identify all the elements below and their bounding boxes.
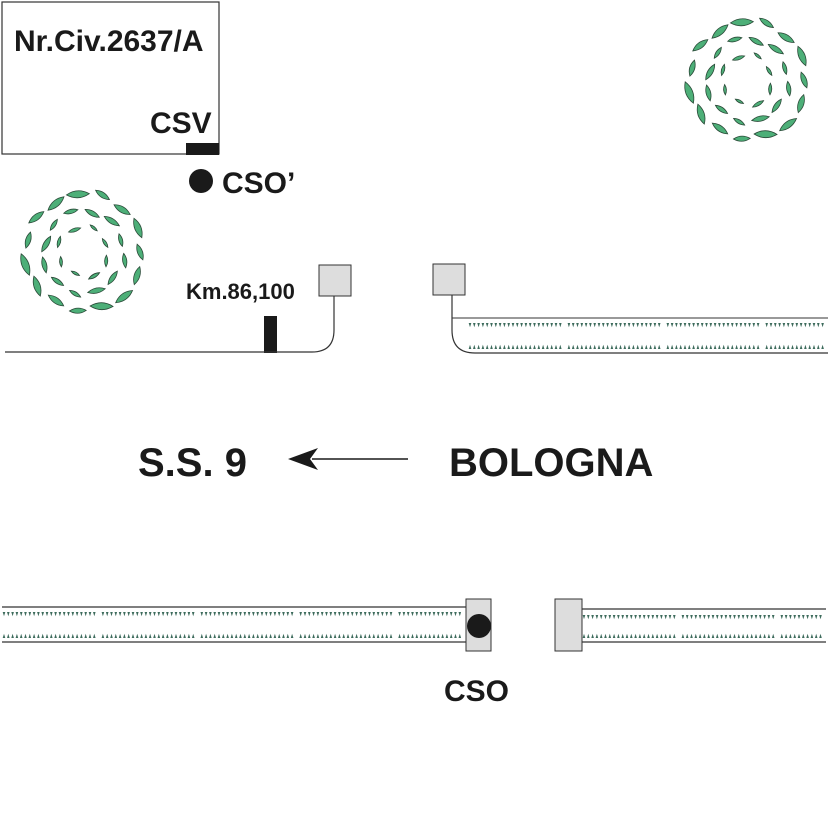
leaf-icon <box>89 302 114 311</box>
leaf-icon <box>89 224 98 232</box>
leaf-icon <box>800 71 808 89</box>
building-label: Nr.Civ.2637/A <box>14 25 204 58</box>
leaf-icon <box>758 17 775 28</box>
building-outline <box>1 1 220 155</box>
leaf-icon <box>768 82 773 96</box>
leaf-icon <box>779 118 798 132</box>
leaf-icon <box>59 255 63 268</box>
leaf-icon <box>711 24 729 39</box>
leaf-icon <box>68 289 82 298</box>
leaf-icon <box>723 83 727 96</box>
csv-label: CSV <box>150 107 212 140</box>
leaf-icon <box>786 80 792 97</box>
leaf-icon <box>56 235 62 249</box>
cso-prime-manhole-icon <box>189 169 213 193</box>
cso-manhole-icon <box>467 614 491 638</box>
leaf-icon <box>705 84 712 102</box>
leaf-icon <box>103 215 121 227</box>
leaf-icon <box>767 43 785 55</box>
leaf-icon <box>696 103 706 125</box>
leaf-icon <box>726 36 743 43</box>
leaf-icon <box>122 252 128 269</box>
leaf-icon <box>750 115 771 122</box>
cso-prime-label: CSO’ <box>222 167 295 200</box>
road-edge-upper-right <box>451 295 828 354</box>
hedge-row <box>582 615 822 638</box>
leaf-icon <box>87 272 101 280</box>
leaf-icon <box>782 61 788 76</box>
leaf-icon <box>47 196 65 211</box>
hedge-row <box>468 323 824 349</box>
km-marker-label: Km.86,100 <box>186 279 295 304</box>
utility-box-icon <box>318 264 352 297</box>
direction-city-label: BOLOGNA <box>449 441 653 485</box>
leaf-icon <box>720 63 726 77</box>
leaf-icon <box>684 81 695 104</box>
leaf-icon <box>28 211 45 224</box>
leaf-icon <box>705 63 716 81</box>
leaf-icon <box>67 227 82 233</box>
leaf-icon <box>751 100 765 108</box>
leaf-icon <box>765 65 773 77</box>
utility-box-icon <box>432 263 466 296</box>
leaf-icon <box>732 135 751 142</box>
leaf-icon <box>101 237 109 249</box>
leaf-icon <box>32 275 42 297</box>
leaf-icon <box>692 39 709 52</box>
leaf-icon <box>20 253 31 276</box>
km-marker-post-icon <box>264 316 277 353</box>
leaf-icon <box>94 189 111 200</box>
arrow-left-icon <box>288 448 408 470</box>
leaf-icon <box>136 243 144 261</box>
leaf-icon <box>107 270 118 286</box>
leaf-icon <box>118 233 124 248</box>
leaf-icon <box>753 52 762 60</box>
leaf-icon <box>24 231 32 249</box>
leaf-icon <box>49 218 58 231</box>
leaf-icon <box>68 307 87 314</box>
leaf-icon <box>732 117 746 126</box>
leaf-icon <box>47 294 65 307</box>
leaf-icon <box>84 208 101 218</box>
road-edge-upper-left <box>5 296 335 353</box>
leaf-icon <box>797 93 805 114</box>
leaf-icon <box>731 55 746 61</box>
leaf-icon <box>113 204 131 215</box>
leaf-icon <box>753 130 778 139</box>
leaf-icon <box>50 276 65 286</box>
cso-label: CSO <box>444 675 509 708</box>
leaf-icon <box>115 290 134 304</box>
leaf-icon <box>86 287 107 294</box>
tree-canopy-icon <box>684 17 808 142</box>
leaf-icon <box>729 18 755 27</box>
leaf-icon <box>714 104 729 114</box>
leaf-icon <box>688 59 696 77</box>
tree-canopy-icon <box>20 189 144 314</box>
leaf-icon <box>734 98 745 104</box>
csv-valve-icon <box>186 143 219 155</box>
leaf-icon <box>713 46 722 59</box>
leaf-icon <box>41 235 52 253</box>
leaf-icon <box>797 45 807 67</box>
leaf-icon <box>748 36 765 46</box>
leaf-icon <box>62 208 79 215</box>
hedge-row <box>2 612 462 638</box>
leaf-icon <box>65 190 91 199</box>
leaf-icon <box>133 217 143 239</box>
leaf-icon <box>104 254 109 268</box>
leaf-icon <box>70 270 81 276</box>
leaf-icon <box>777 32 795 43</box>
leaf-icon <box>133 265 141 286</box>
leaf-icon <box>711 122 729 135</box>
leaf-icon <box>771 98 782 114</box>
utility-box-icon <box>554 598 583 652</box>
leaf-icon <box>41 256 48 274</box>
road-name-label: S.S. 9 <box>138 441 247 485</box>
